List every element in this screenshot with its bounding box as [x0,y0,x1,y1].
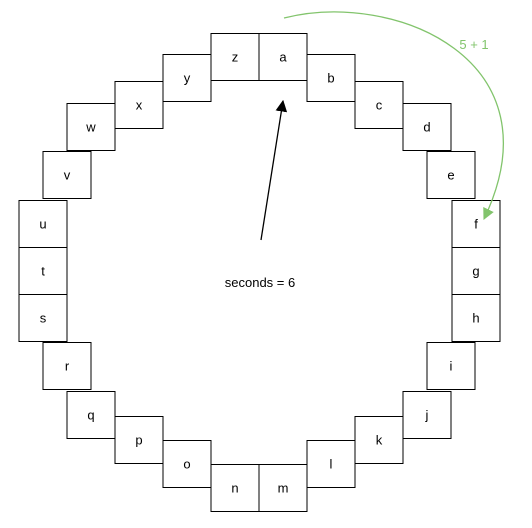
letter-cell-label: t [41,264,45,279]
shift-arrow [283,11,504,221]
letter-cell-box [66,103,116,151]
letter-cell-box [210,464,260,512]
letter-cell-u: u [18,200,68,248]
letter-cell-box [354,81,404,129]
letter-cell-p: p [114,416,164,464]
letter-cell-label: g [472,264,479,279]
letter-cell-label: i [450,359,453,374]
letter-cell-w: w [66,103,116,151]
letter-cell-box [354,416,404,464]
letter-cell-box [306,54,356,102]
letter-cell-box [18,294,68,342]
letter-cell-label: s [40,311,47,326]
letter-cell-label: o [183,457,190,472]
letter-cell-i: i [426,342,476,390]
letter-cell-box [42,342,92,390]
letter-cell-box [42,151,92,199]
letter-cell-d: d [402,103,452,151]
letter-cell-f: f [451,200,501,248]
letter-cell-box [66,391,116,439]
letter-cell-z: z [210,33,260,81]
letter-cell-box [402,103,452,151]
letter-cell-x: x [114,81,164,129]
letter-cell-box [162,54,212,102]
letter-cell-label: p [135,433,142,448]
letter-cell-label: c [376,98,383,113]
letter-cell-label: r [65,359,70,374]
letter-cell-box [18,247,68,295]
letter-cell-l: l [306,440,356,488]
letter-cell-label: v [64,168,71,183]
letter-cell-box [162,440,212,488]
letter-cell-label: d [423,120,430,135]
letter-cell-box [258,464,308,512]
letter-cell-a: a [258,33,308,81]
letter-wheel: a b c d e f g h i j k l m n o p q r s t u v w x y z [18,33,501,512]
letter-cell-label: m [278,481,289,496]
letter-cell-label: h [472,311,479,326]
letter-cell-label: u [39,217,46,232]
letter-cell-k: k [354,416,404,464]
letter-cell-m: m [258,464,308,512]
letter-cell-label: y [184,71,191,86]
letter-cell-label: n [231,481,238,496]
letter-cell-j: j [402,391,452,439]
letter-cell-box [451,294,501,342]
letter-cell-box [426,151,476,199]
letter-cell-box [258,33,308,81]
letter-cell-box [402,391,452,439]
letter-cell-label: w [85,120,96,135]
letter-cell-box [210,33,260,81]
letter-cell-box [114,81,164,129]
letter-cell-label: f [474,217,478,232]
letter-cell-label: e [447,168,454,183]
letter-cell-e: e [426,151,476,199]
letter-cell-box [18,200,68,248]
letter-cell-o: o [162,440,212,488]
letter-cell-q: q [66,391,116,439]
letter-cell-label: j [425,408,429,423]
letter-cell-label: k [376,433,383,448]
letter-cell-label: q [87,408,94,423]
letter-cell-box [306,440,356,488]
shift-label: 5 + 1 [459,37,488,52]
letter-cell-label: z [232,50,239,65]
letter-cell-label: b [327,71,334,86]
letter-cell-r: r [42,342,92,390]
pointer-arrow [260,99,288,241]
letter-cell-y: y [162,54,212,102]
letter-cell-t: t [18,247,68,295]
letter-cell-label: l [330,457,333,472]
letter-cell-label: a [279,50,287,65]
letter-cell-v: v [42,151,92,199]
seconds-label: seconds = 6 [225,275,295,290]
letter-cell-b: b [306,54,356,102]
letter-cell-box [426,342,476,390]
letter-cell-h: h [451,294,501,342]
letter-cell-n: n [210,464,260,512]
letter-cell-box [114,416,164,464]
letter-cell-c: c [354,81,404,129]
letter-cell-g: g [451,247,501,295]
letter-cell-s: s [18,294,68,342]
letter-cell-label: x [136,98,143,113]
